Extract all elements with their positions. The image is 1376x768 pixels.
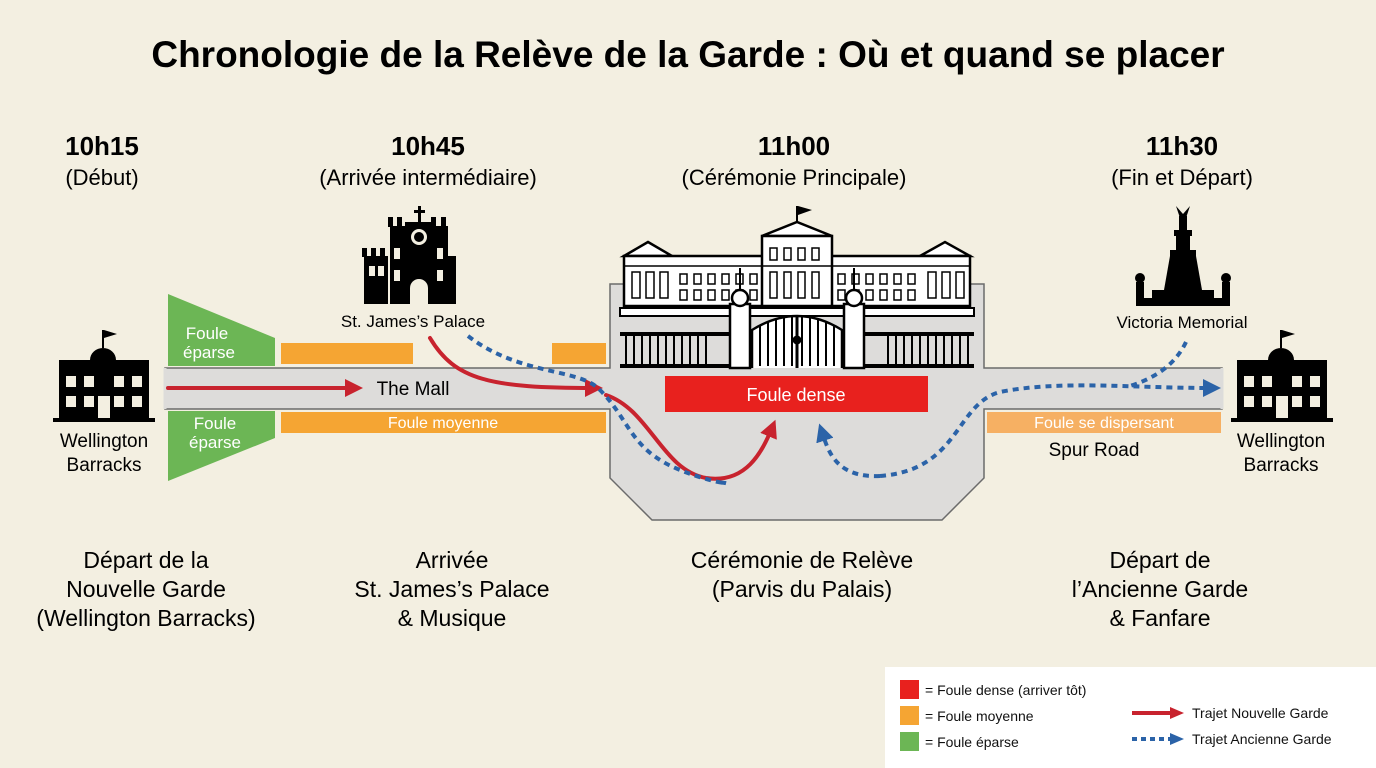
description-4: Départ de l’Ancienne Garde & Fanfare [1072,547,1248,631]
time-subtitle-4: (Fin et Départ) [1111,165,1253,190]
zone-medium-top-1 [281,343,413,364]
legend-item-old-guard: Trajet Ancienne Garde [1130,731,1332,747]
wellington-right-label-1: Wellington [1237,431,1325,452]
legend-label-new-guard: Trajet Nouvelle Garde [1192,705,1329,721]
legend-label-sparse: = Foule éparse [925,733,1019,750]
wellington-left-label-1: Wellington [60,431,148,452]
svg-text:éparse: éparse [189,433,241,452]
zone-medium: Foule moyenne [281,412,606,433]
svg-text:Départ de la: Départ de la [83,547,209,573]
barracks-right-icon [1231,330,1333,422]
legend-label-medium: = Foule moyenne [925,707,1034,724]
legend-item-new-guard: Trajet Nouvelle Garde [1130,705,1328,721]
legend: = Foule dense (arriver tôt) = Foule moye… [885,667,1376,768]
svg-text:Arrivée: Arrivée [416,547,489,573]
red-arrow-icon [1132,707,1184,719]
st-james-label: St. James’s Palace [341,312,485,331]
svg-text:éparse: éparse [183,343,235,362]
svg-text:Nouvelle Garde: Nouvelle Garde [66,576,226,602]
time-label-2: 10h45 [391,131,465,161]
time-subtitle-1: (Début) [65,165,138,190]
the-mall-label: The Mall [377,379,450,400]
svg-text:(Parvis du Palais): (Parvis du Palais) [712,576,892,602]
svg-text:Cérémonie de Relève: Cérémonie de Relève [691,547,913,573]
svg-text:Foule: Foule [194,414,237,433]
legend-swatch-dense [900,680,919,699]
legend-item-dense: = Foule dense (arriver tôt) [900,680,1086,699]
page-title: Chronologie de la Relève de la Garde : O… [151,34,1224,75]
svg-text:& Musique: & Musique [398,605,507,631]
svg-text:Foule se dispersant: Foule se dispersant [1034,415,1174,432]
svg-text:St. James’s Palace: St. James’s Palace [354,576,549,602]
zone-dispersing: Foule se dispersant [987,412,1221,433]
time-label-1: 10h15 [65,131,139,161]
svg-text:Foule moyenne: Foule moyenne [388,415,498,432]
legend-swatch-medium [900,706,919,725]
route-old-guard [466,334,1221,486]
svg-text:l’Ancienne Garde: l’Ancienne Garde [1072,576,1248,602]
legend-item-sparse: = Foule éparse [900,732,1019,751]
victoria-memorial-icon [1135,206,1231,306]
time-label-3: 11h00 [758,131,830,161]
time-subtitle-2: (Arrivée intermédiaire) [319,165,537,190]
zone-dense: Foule dense [665,376,928,412]
st-james-palace-icon [362,206,456,304]
zone-medium-top-2 [552,343,606,364]
barracks-left-icon [53,330,155,422]
time-subtitle-3: (Cérémonie Principale) [682,165,907,190]
description-2: Arrivée St. James’s Palace & Musique [354,547,549,631]
spur-road-label: Spur Road [1049,440,1140,461]
svg-text:& Fanfare: & Fanfare [1110,605,1211,631]
zone-sparse-bottom: Foule éparse [168,411,275,481]
svg-text:Foule dense: Foule dense [746,385,845,405]
legend-swatch-sparse [900,732,919,751]
victoria-memorial-label: Victoria Memorial [1116,313,1247,332]
description-3: Cérémonie de Relève (Parvis du Palais) [691,547,913,602]
legend-label-old-guard: Trajet Ancienne Garde [1192,731,1332,747]
buckingham-palace-icon [619,206,975,370]
svg-text:Foule: Foule [186,324,229,343]
zone-sparse-top: Foule éparse [168,294,275,366]
wellington-left-label-2: Barracks [67,455,142,476]
blue-dotted-arrow-icon [1132,733,1184,745]
legend-label-dense: = Foule dense (arriver tôt) [925,681,1087,698]
svg-text:(Wellington Barracks): (Wellington Barracks) [36,605,255,631]
wellington-right-label-2: Barracks [1244,455,1319,476]
legend-item-medium: = Foule moyenne [900,706,1034,725]
time-label-4: 11h30 [1146,131,1218,161]
svg-text:Départ de: Départ de [1109,547,1210,573]
description-1: Départ de la Nouvelle Garde (Wellington … [36,547,255,631]
